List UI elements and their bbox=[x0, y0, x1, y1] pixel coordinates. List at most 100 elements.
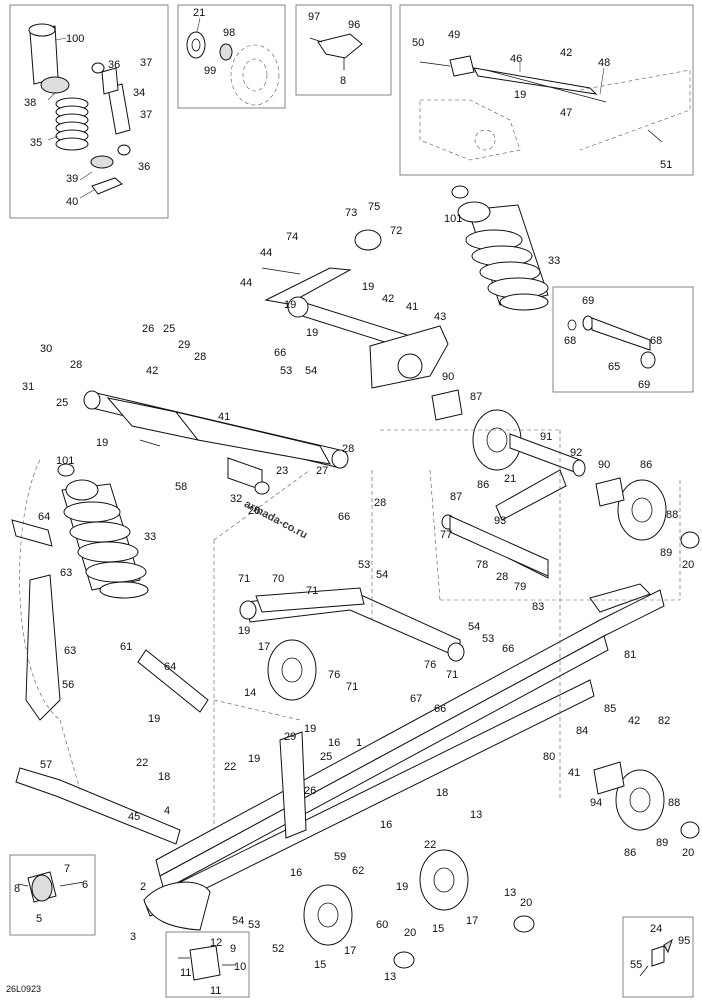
callout-19: 19 bbox=[284, 299, 296, 311]
callout-23: 23 bbox=[276, 465, 288, 477]
callout-52: 52 bbox=[272, 943, 284, 955]
callout-66: 66 bbox=[502, 643, 514, 655]
callout-25: 25 bbox=[163, 323, 175, 335]
callout-77: 77 bbox=[440, 529, 452, 541]
callout-18: 18 bbox=[436, 787, 448, 799]
callout-28: 28 bbox=[496, 571, 508, 583]
dashed-assembly-guides bbox=[19, 429, 681, 830]
callout-21: 21 bbox=[193, 7, 205, 19]
inset-cross-shaft-detail bbox=[552, 286, 694, 393]
callout-63: 63 bbox=[60, 567, 72, 579]
callout-28: 28 bbox=[248, 505, 260, 517]
callout-29: 29 bbox=[284, 731, 296, 743]
callout-41: 41 bbox=[218, 411, 230, 423]
callout-numbers: 100 36 37 38 34 37 35 36 39 40 21 98 99 … bbox=[14, 7, 694, 997]
callout-100: 100 bbox=[66, 33, 84, 45]
callout-76: 76 bbox=[424, 659, 436, 671]
callout-87: 87 bbox=[450, 491, 462, 503]
callout-68: 68 bbox=[564, 335, 576, 347]
callout-78: 78 bbox=[476, 559, 488, 571]
cross-shafts bbox=[11, 515, 549, 713]
callout-42: 42 bbox=[146, 365, 158, 377]
callout-19: 19 bbox=[148, 713, 160, 725]
callout-33: 33 bbox=[144, 531, 156, 543]
callout-24: 24 bbox=[650, 923, 662, 935]
callout-86: 86 bbox=[624, 847, 636, 859]
callout-17: 17 bbox=[344, 945, 356, 957]
callout-88: 88 bbox=[668, 797, 680, 809]
callout-95: 95 bbox=[678, 935, 690, 947]
callout-16: 16 bbox=[380, 819, 392, 831]
callout-20: 20 bbox=[682, 559, 694, 571]
callout-30: 30 bbox=[40, 343, 52, 355]
callout-59: 59 bbox=[334, 851, 346, 863]
callout-87: 87 bbox=[470, 391, 482, 403]
callout-101: 101 bbox=[56, 455, 74, 467]
callout-36: 36 bbox=[138, 161, 150, 173]
callout-69: 69 bbox=[638, 379, 650, 391]
callout-54: 54 bbox=[468, 621, 480, 633]
callout-13: 13 bbox=[470, 809, 482, 821]
inset-end-cap-detail bbox=[9, 854, 96, 936]
callout-13: 13 bbox=[384, 971, 396, 983]
callout-53: 53 bbox=[358, 559, 370, 571]
callout-68: 68 bbox=[650, 335, 662, 347]
inset-wheel-bearing-detail bbox=[177, 4, 286, 109]
callout-15: 15 bbox=[314, 959, 326, 971]
callout-71: 71 bbox=[446, 669, 458, 681]
callout-10: 10 bbox=[234, 961, 246, 973]
front-arm-assembly bbox=[83, 390, 349, 495]
callout-46: 46 bbox=[510, 53, 522, 65]
callout-19: 19 bbox=[306, 327, 318, 339]
callout-84: 84 bbox=[576, 725, 588, 737]
callout-8: 8 bbox=[14, 883, 20, 895]
callout-41: 41 bbox=[406, 301, 418, 313]
callout-70: 70 bbox=[272, 573, 284, 585]
callout-19: 19 bbox=[304, 723, 316, 735]
callout-4: 4 bbox=[164, 805, 170, 817]
callout-82: 82 bbox=[658, 715, 670, 727]
callout-22: 22 bbox=[224, 761, 236, 773]
callout-28: 28 bbox=[342, 443, 354, 455]
upper-pivot-bracket-assembly bbox=[261, 229, 449, 389]
callout-34: 34 bbox=[133, 87, 145, 99]
callout-8: 8 bbox=[340, 75, 346, 87]
callout-60: 60 bbox=[376, 919, 388, 931]
callout-11: 11 bbox=[180, 967, 191, 979]
callout-19: 19 bbox=[248, 753, 260, 765]
callout-15: 15 bbox=[432, 923, 444, 935]
callout-5: 5 bbox=[36, 913, 42, 925]
callout-22: 22 bbox=[424, 839, 436, 851]
callout-80: 80 bbox=[543, 751, 555, 763]
callout-71: 71 bbox=[306, 585, 318, 597]
callout-19: 19 bbox=[96, 437, 108, 449]
slide-rails bbox=[15, 574, 665, 931]
callout-48: 48 bbox=[598, 57, 610, 69]
inset-stopper-detail bbox=[165, 931, 250, 998]
callout-64: 64 bbox=[38, 511, 50, 523]
callout-94: 94 bbox=[590, 797, 602, 809]
callout-19: 19 bbox=[396, 881, 408, 893]
callout-16: 16 bbox=[328, 737, 340, 749]
callout-65: 65 bbox=[608, 361, 620, 373]
callout-20: 20 bbox=[520, 897, 532, 909]
callout-66: 66 bbox=[338, 511, 350, 523]
callout-51: 51 bbox=[660, 159, 672, 171]
callout-19: 19 bbox=[238, 625, 250, 637]
callout-67: 67 bbox=[410, 693, 422, 705]
callout-7: 7 bbox=[64, 863, 70, 875]
callout-20: 20 bbox=[682, 847, 694, 859]
callout-45: 45 bbox=[128, 811, 140, 823]
callout-75: 75 bbox=[368, 201, 380, 213]
callout-81: 81 bbox=[624, 649, 636, 661]
callout-58: 58 bbox=[175, 481, 187, 493]
inset-tension-arm-detail bbox=[399, 4, 694, 176]
callout-39: 39 bbox=[66, 173, 78, 185]
callout-49: 49 bbox=[448, 29, 460, 41]
callout-88: 88 bbox=[666, 509, 678, 521]
inset-grease-fitting-detail bbox=[622, 916, 694, 998]
callout-20: 20 bbox=[404, 927, 416, 939]
callout-38: 38 bbox=[24, 97, 36, 109]
callout-92: 92 bbox=[570, 447, 582, 459]
